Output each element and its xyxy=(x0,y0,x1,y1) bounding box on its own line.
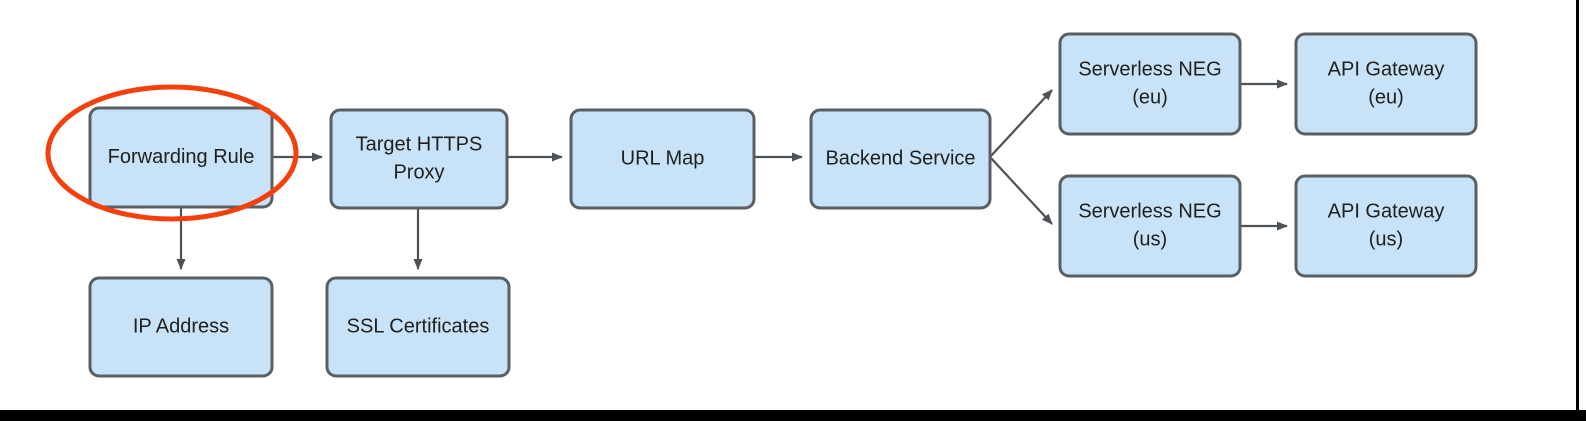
edges-layer xyxy=(176,79,1288,270)
node-box-serverless-neg-eu xyxy=(1058,32,1242,136)
node-ip-address[interactable]: IP Address xyxy=(88,276,274,378)
node-ssl-certificates[interactable]: SSL Certificates xyxy=(325,276,511,378)
node-box-forwarding-rule xyxy=(88,106,274,209)
node-label-url-map: URL Map xyxy=(621,147,705,169)
node-box-url-map xyxy=(569,108,756,210)
node-label-backend-service: Backend Service xyxy=(825,147,975,169)
node-label-target-https-proxy: Target HTTPS xyxy=(356,133,483,155)
node-target-https-proxy[interactable]: Target HTTPS Proxy xyxy=(329,108,509,210)
edge-backend-to-neg-eu xyxy=(989,89,1053,158)
node-sublabel-target-https-proxy: Proxy xyxy=(393,161,444,183)
node-forwarding-rule[interactable]: Forwarding Rule xyxy=(88,106,274,209)
node-box-api-gateway-eu xyxy=(1294,32,1478,136)
node-box-ssl-certificates xyxy=(325,276,511,378)
node-backend-service[interactable]: Backend Service xyxy=(809,108,992,210)
node-label-serverless-neg-us: Serverless NEG xyxy=(1078,200,1221,222)
node-label-api-gateway-eu: API Gateway xyxy=(1328,58,1445,80)
node-api-gateway-us[interactable]: API Gateway (us) xyxy=(1294,174,1478,278)
edge-backend-to-neg-us xyxy=(989,156,1053,225)
node-label-ssl-certificates: SSL Certificates xyxy=(347,315,490,337)
node-serverless-neg-us[interactable]: Serverless NEG (us) xyxy=(1058,174,1242,278)
frame-right-bar xyxy=(1576,0,1579,411)
node-sublabel-serverless-neg-eu: (eu) xyxy=(1132,86,1168,108)
node-box-target-https-proxy xyxy=(329,108,509,210)
frame-bottom-bar xyxy=(0,410,1586,421)
node-label-ip-address: IP Address xyxy=(133,315,229,337)
node-url-map[interactable]: URL Map xyxy=(569,108,756,210)
node-box-backend-service xyxy=(809,108,992,210)
nodes-layer: Forwarding Rule Target HTTPS Proxy URL Map B… xyxy=(88,32,1478,378)
highlight-ellipse-forwarding-rule xyxy=(45,84,299,222)
node-serverless-neg-eu[interactable]: Serverless NEG (eu) xyxy=(1058,32,1242,136)
node-api-gateway-eu[interactable]: API Gateway (eu) xyxy=(1294,32,1478,136)
node-box-ip-address xyxy=(88,276,274,378)
annotations-layer xyxy=(45,84,299,222)
node-sublabel-api-gateway-eu: (eu) xyxy=(1368,86,1404,108)
node-label-api-gateway-us: API Gateway xyxy=(1328,200,1445,222)
node-label-serverless-neg-eu: Serverless NEG xyxy=(1078,58,1221,80)
node-sublabel-serverless-neg-us: (us) xyxy=(1133,228,1167,250)
node-label-forwarding-rule: Forwarding Rule xyxy=(108,146,255,168)
node-box-serverless-neg-us xyxy=(1058,174,1242,278)
node-sublabel-api-gateway-us: (us) xyxy=(1369,228,1403,250)
node-box-api-gateway-us xyxy=(1294,174,1478,278)
